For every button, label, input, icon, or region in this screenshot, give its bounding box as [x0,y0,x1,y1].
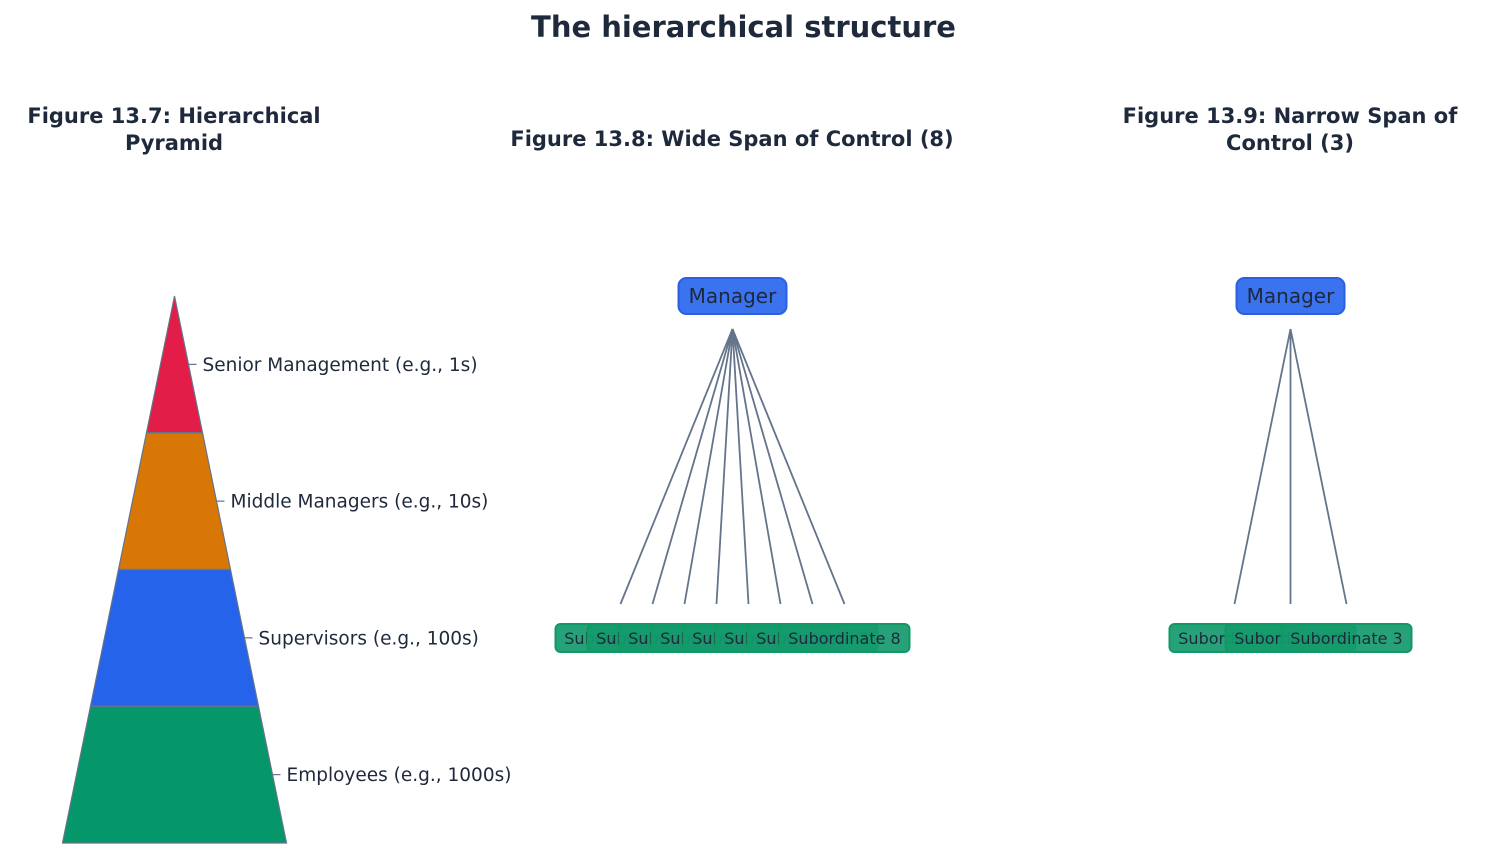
wide-span-connector [683,328,734,605]
pyramid-level-label: Middle Managers (e.g., 10s) [231,492,489,513]
pyramid-level-3 [89,568,260,707]
pyramid-level-label: Supervisors (e.g., 100s) [259,628,479,649]
wide-span-connector [731,328,846,605]
narrow-span-manager-box [1235,277,1346,315]
narrow-span-subordinate-3: Subordinate 3 [1280,623,1413,653]
wide-span-connector [731,328,782,605]
wide-span-subordinate-label: Subordinate 8 [788,629,900,648]
pyramid-level-4 [61,705,288,844]
wide-span-connector [731,328,814,605]
wide-span-connector [651,328,734,605]
narrow-span-subordinate-box [1280,623,1413,653]
pyramid-level-label: Senior Management (e.g., 1s) [203,355,478,376]
wide-span-manager-box [677,277,788,315]
wide-span-subordinate-8: Subordinate 8 [778,623,911,653]
pyramid-level-label: Employees (e.g., 1000s) [287,765,512,786]
wide-span-connector [731,328,750,605]
narrow-span-connector [1233,328,1292,605]
pyramid-level-2 [117,432,232,571]
wide-span-subordinate-box [778,623,911,653]
wide-span-manager-label: Manager [689,284,777,308]
pyramid-title: Figure 13.7: Hierarchical Pyramid [27,104,321,155]
narrow-span-subordinate-label: Subordinate 3 [1290,629,1402,648]
main-title: The hierarchical structure [531,10,956,44]
wide-span-connector [715,328,734,605]
wide-span-connector [619,328,734,605]
narrow-span-title: Figure 13.9: Narrow Span of Control (3) [1122,104,1458,155]
wide-span-title: Figure 13.8: Wide Span of Control (8) [510,127,954,151]
narrow-span-connector [1289,328,1348,605]
narrow-span-manager-label: Manager [1247,284,1335,308]
